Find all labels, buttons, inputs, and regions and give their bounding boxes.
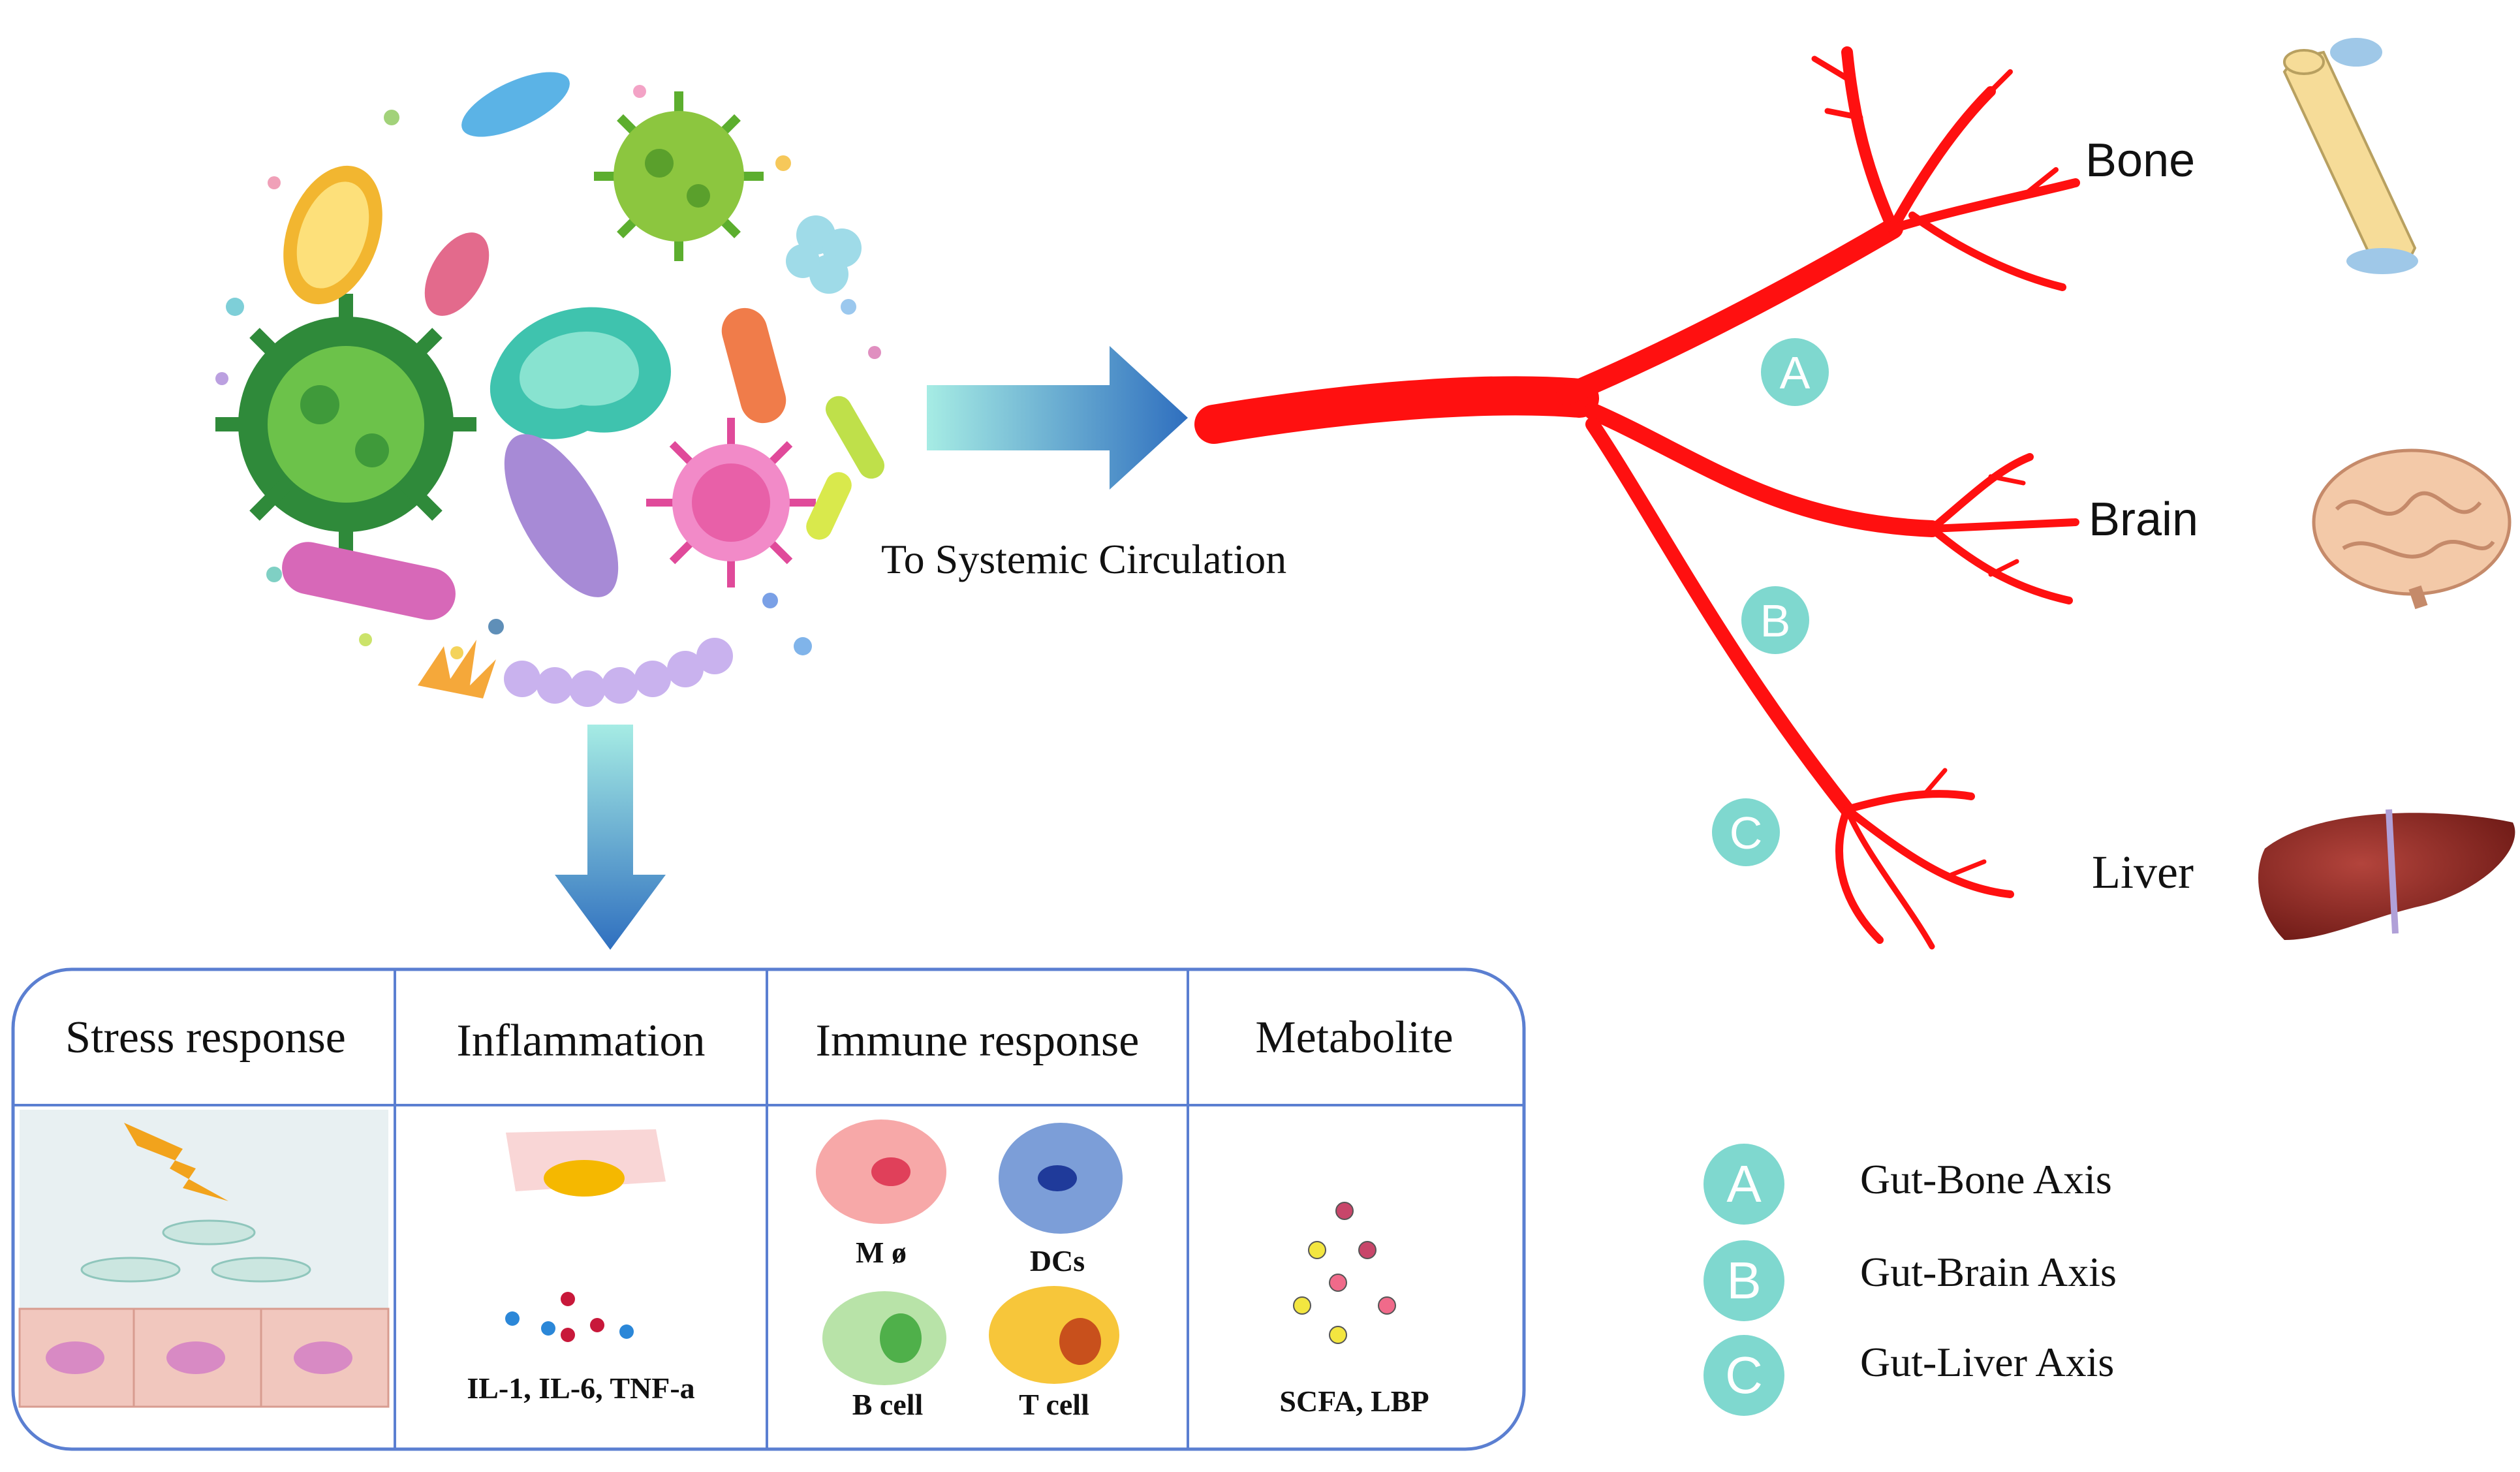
blue-protozoa-icon bbox=[461, 72, 570, 137]
inflammation-illustration bbox=[505, 1129, 666, 1342]
legend-label-gut-liver: Gut-Liver Axis bbox=[1860, 1339, 2115, 1385]
blood-vessel-tree bbox=[1194, 46, 2080, 950]
panel-header-inflammation: Inflammation bbox=[456, 1016, 706, 1066]
immune-cell-dc-label: DCs bbox=[1029, 1244, 1085, 1277]
orange-fungus-icon bbox=[418, 640, 496, 698]
blue-cocci-cluster-icon bbox=[786, 215, 862, 294]
green-rod-bacterium-icon bbox=[826, 396, 884, 479]
microbiota-cluster bbox=[215, 46, 901, 725]
vessel-axis-markers: A B C bbox=[1712, 338, 1829, 866]
lightning-icon bbox=[124, 1123, 228, 1201]
pink-rod-bacterium-icon bbox=[282, 542, 456, 620]
yellow-bacterium-icon bbox=[283, 165, 382, 305]
magenta-virus-icon bbox=[646, 418, 816, 587]
organ-label-liver: Liver bbox=[2092, 846, 2194, 898]
green-rod-bacterium-icon-2 bbox=[806, 472, 852, 540]
bone-icon bbox=[2282, 38, 2418, 274]
metabolite-illustration bbox=[1293, 1202, 1396, 1344]
purple-bacterium-icon bbox=[504, 434, 619, 597]
response-panel bbox=[11, 967, 1526, 1451]
marker-c bbox=[1712, 798, 1780, 866]
yellow-green-virus-icon bbox=[594, 91, 764, 261]
immune-cell-macrophage-label: M ø bbox=[856, 1236, 907, 1269]
organ-label-bone: Bone bbox=[2085, 134, 2196, 187]
arrow-to-circulation bbox=[927, 346, 1188, 490]
marker-a bbox=[1761, 338, 1829, 406]
inflammation-caption: IL-1, IL-6, TNF-a bbox=[467, 1371, 695, 1405]
circulation-label: To Systemic Circulation bbox=[881, 536, 1287, 582]
teal-bacterium-icon bbox=[490, 307, 671, 439]
legend-marker-b: B bbox=[1703, 1240, 1784, 1321]
arrow-down-to-responses bbox=[555, 725, 666, 950]
marker-c-label: C bbox=[1730, 807, 1763, 858]
immune-cell-bcell-label: B cell bbox=[852, 1388, 924, 1421]
scattered-microbe-dots bbox=[215, 85, 881, 659]
lavender-chain-icon bbox=[504, 638, 733, 707]
legend-marker-c: C bbox=[1703, 1335, 1784, 1416]
immune-cells-illustration bbox=[816, 1120, 1123, 1385]
metabolite-caption: SCFA, LBP bbox=[1279, 1385, 1429, 1418]
legend-label-gut-brain: Gut-Brain Axis bbox=[1860, 1249, 2117, 1295]
green-virus-icon bbox=[215, 294, 476, 555]
brain-icon bbox=[2312, 448, 2512, 610]
legend-marker-a: A bbox=[1703, 1144, 1784, 1225]
marker-b bbox=[1741, 586, 1809, 654]
panel-header-immune: Immune response bbox=[815, 1016, 1140, 1066]
liver-icon bbox=[2258, 809, 2515, 940]
panel-header-stress: Stress response bbox=[65, 1012, 346, 1063]
marker-a-label: A bbox=[1780, 347, 1811, 398]
marker-b-label: B bbox=[1760, 595, 1791, 646]
orange-rod-bacterium-icon bbox=[721, 307, 786, 424]
panel-header-metabolite: Metabolite bbox=[1255, 1012, 1454, 1063]
pink-bacterium-icon bbox=[424, 232, 490, 316]
organ-label-brain: Brain bbox=[2089, 493, 2199, 546]
stress-cells-illustration bbox=[18, 1110, 390, 1408]
immune-cell-tcell-label: T cell bbox=[1019, 1388, 1089, 1421]
legend-label-gut-bone: Gut-Bone Axis bbox=[1860, 1156, 2112, 1202]
